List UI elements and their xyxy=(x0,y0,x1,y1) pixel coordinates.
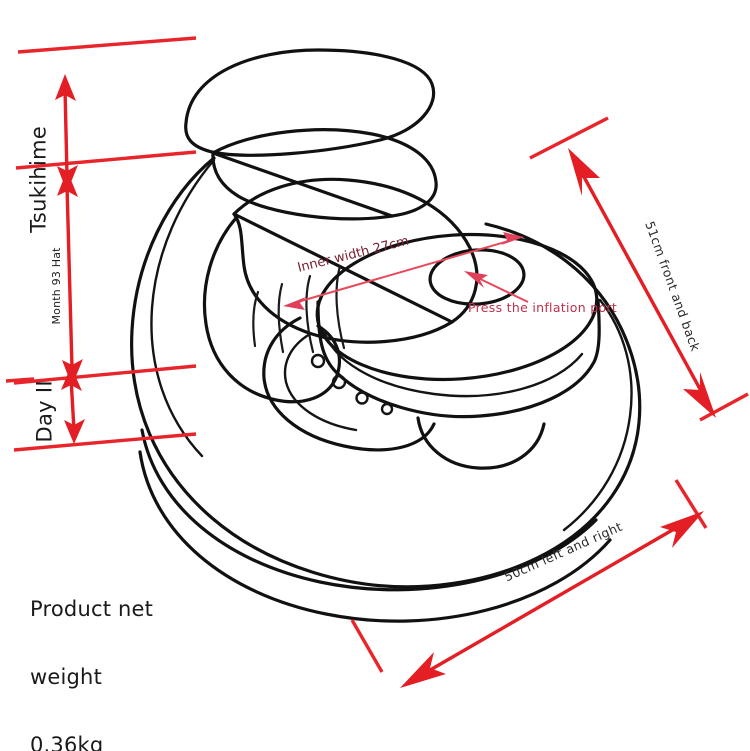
dimension-arrow-left-right xyxy=(400,511,704,688)
inflation-port-pointer xyxy=(464,271,529,303)
product-illustration xyxy=(130,48,642,623)
right-dimension-group xyxy=(529,116,749,422)
dimension-arrow-day2 xyxy=(61,366,85,444)
left-dimension-group xyxy=(5,36,197,452)
weight-line-3: 0.36kg xyxy=(30,733,104,751)
ext-line-right xyxy=(674,479,708,529)
dimension-label-height-middle: Month 93 Hat xyxy=(50,247,64,325)
bottom-dimension-group xyxy=(350,479,708,688)
ext-line-back xyxy=(699,392,749,422)
ext-line-lower-mid xyxy=(13,364,197,385)
dimension-label-height-lower: Day II xyxy=(32,380,57,443)
annotation-inflation-port: Press the inflation port xyxy=(468,300,618,315)
ext-line-left xyxy=(350,619,384,673)
vent-holes xyxy=(310,353,394,416)
dimension-label-height-upper: Tsukihime xyxy=(26,125,51,233)
ext-line-top xyxy=(17,36,197,54)
weight-line-1: Product net xyxy=(30,597,154,622)
ext-line-front xyxy=(529,116,609,160)
weight-line-2: weight xyxy=(30,665,103,690)
product-net-weight-block: Product net weight 0.36kg xyxy=(30,553,153,751)
ext-line-bottom xyxy=(13,432,197,452)
ext-line-upper-mid xyxy=(15,150,197,170)
ext-tick-left xyxy=(5,377,35,383)
dimension-arrow-front-back xyxy=(568,148,716,418)
dimension-arrow-inner-width xyxy=(283,232,524,310)
